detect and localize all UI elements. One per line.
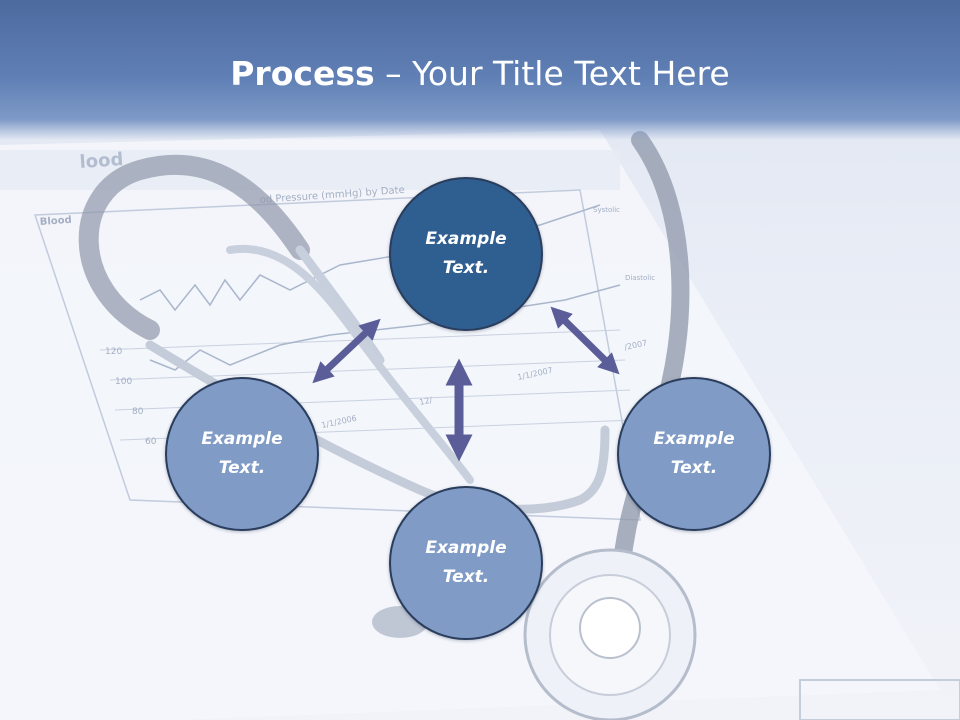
process-node-right: Example Text.	[617, 377, 771, 531]
double-arrow-icon	[550, 306, 620, 375]
bg-header-fragment: lood	[79, 149, 124, 173]
bg-y-tick: 120	[105, 347, 122, 357]
bg-series-label: Systolic	[593, 206, 620, 214]
node-label: Example Text.	[201, 429, 283, 478]
process-node-left: Example Text.	[165, 377, 319, 531]
title-strong: Process	[230, 54, 375, 93]
process-node-bottom: Example Text.	[389, 486, 543, 640]
bg-y-tick: 80	[132, 407, 144, 417]
node-label: Example Text.	[425, 229, 507, 278]
bg-y-tick: 100	[115, 377, 132, 387]
bg-section-label: Blood	[39, 215, 72, 228]
bg-x-tick: 12/	[419, 395, 434, 407]
process-node-top: Example Text.	[389, 177, 543, 331]
bg-series-label: Diastolic	[625, 274, 655, 282]
title-rest: – Your Title Text Here	[374, 54, 730, 93]
bg-y-tick: 60	[145, 437, 157, 447]
node-label: Example Text.	[425, 538, 507, 587]
double-arrow-icon	[312, 318, 381, 384]
slide-title: Process – Your Title Text Here	[0, 52, 960, 96]
title-banner: Process – Your Title Text Here	[0, 0, 960, 140]
node-label: Example Text.	[653, 429, 735, 478]
